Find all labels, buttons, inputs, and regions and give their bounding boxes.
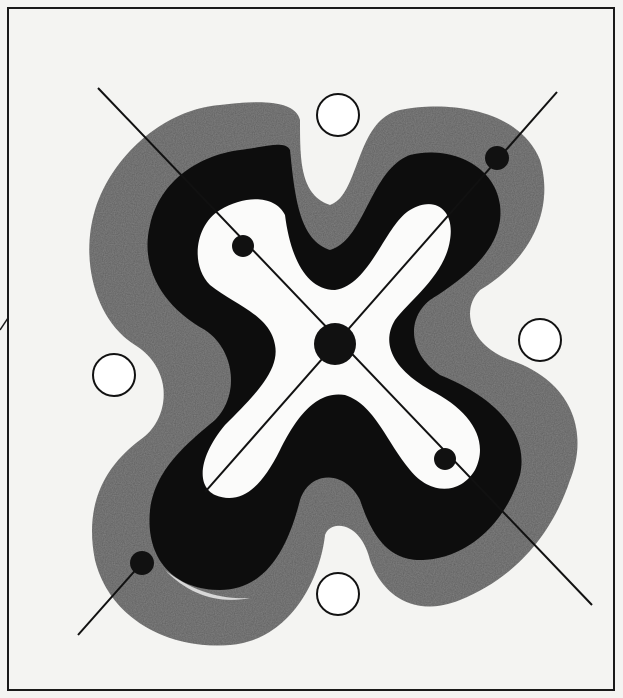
frame-tick-mark <box>0 318 8 330</box>
bottom-left-dot <box>130 551 154 575</box>
center-dot <box>314 323 356 365</box>
hollow-circle-bottom <box>317 573 359 615</box>
top-right-dot <box>485 146 509 170</box>
lower-right-dot <box>434 448 456 470</box>
upper-left-dot <box>232 235 254 257</box>
hollow-circle-right <box>519 319 561 361</box>
hollow-circle-left <box>93 354 135 396</box>
hollow-circle-top <box>317 94 359 136</box>
